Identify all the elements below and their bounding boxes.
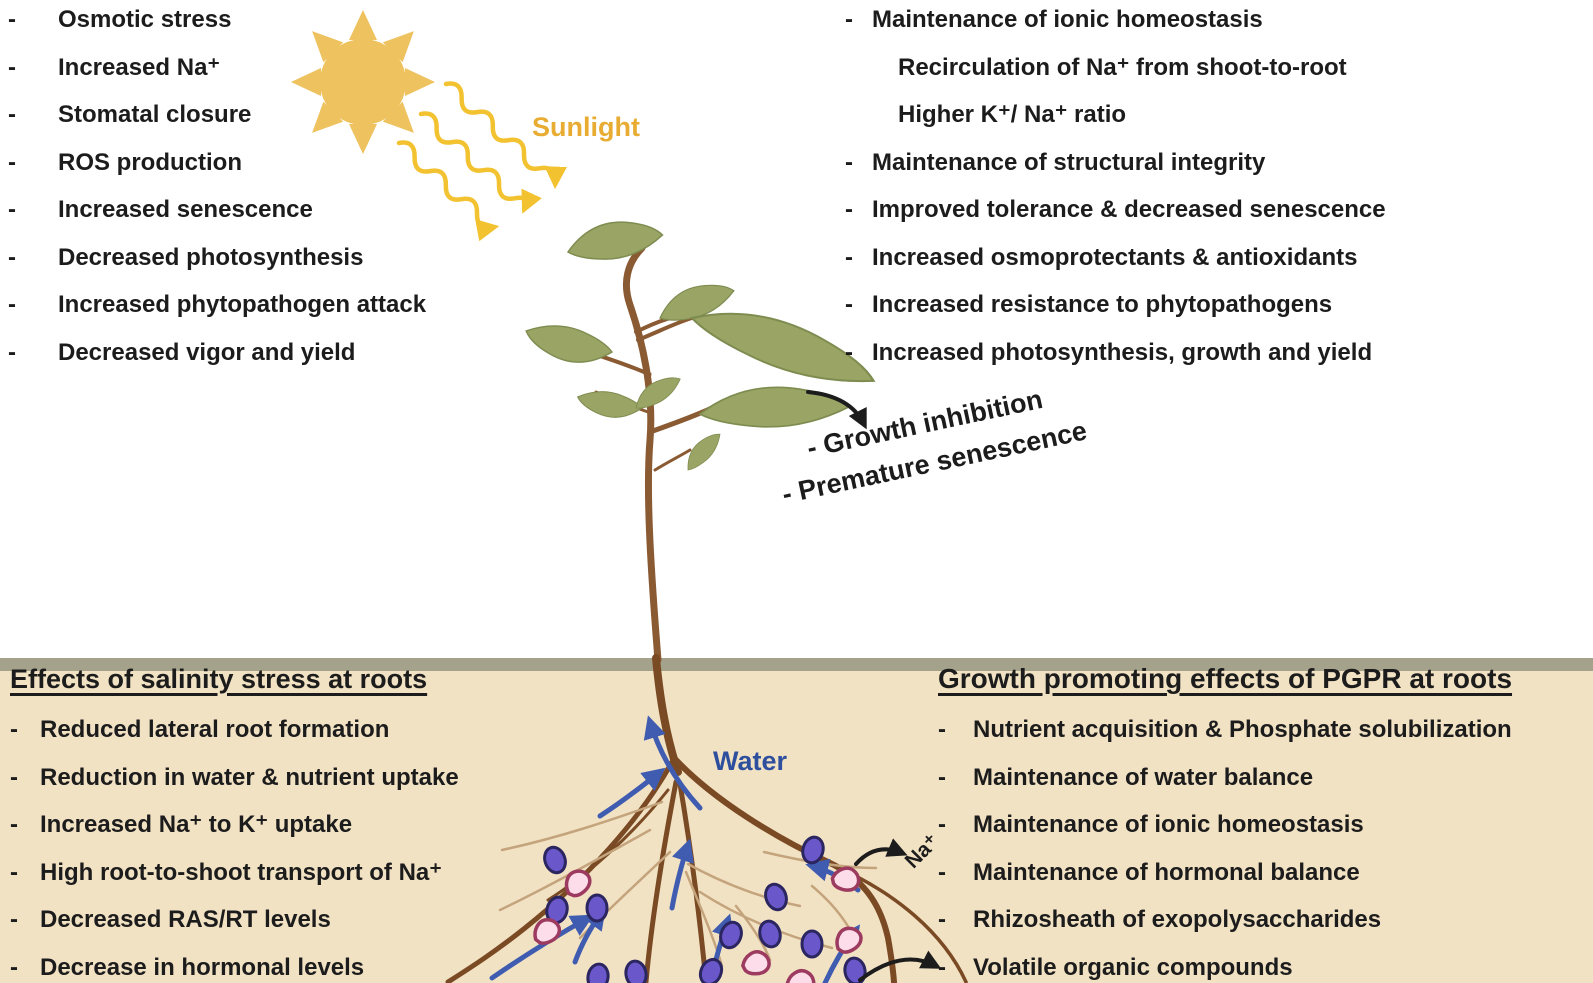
- sunlight-label: Sunlight: [532, 112, 640, 142]
- dash-bullet: -: [845, 196, 853, 223]
- dash-bullet: -: [10, 858, 18, 886]
- dash-bullet: -: [938, 763, 946, 791]
- list-item: -Maintenance of structural integrity: [845, 148, 1266, 176]
- root-stress-heading: Effects of salinity stress at roots: [10, 664, 428, 694]
- dash-bullet: -: [845, 6, 853, 33]
- dash-bullet: -: [8, 338, 16, 366]
- dash-bullet: -: [10, 716, 18, 743]
- dash-bullet: -: [10, 811, 18, 838]
- list-subitem: Recirculation of Na⁺ from shoot-to-root: [898, 53, 1347, 81]
- list-item: -Maintenance of ionic homeostasis: [938, 811, 1364, 838]
- dash-bullet: -: [845, 291, 853, 318]
- dash-bullet: -: [938, 811, 946, 838]
- dash-bullet: -: [845, 338, 853, 366]
- plant-shoot-illustration: [525, 221, 876, 664]
- list-item: -Decreased vigor and yield: [8, 338, 356, 366]
- dash-bullet: -: [8, 148, 16, 176]
- pgpr-bacteria-pink: [533, 866, 863, 983]
- dash-bullet: -: [8, 243, 16, 271]
- list-subitem: Higher K⁺/ Na⁺ ratio: [898, 101, 1127, 128]
- list-item: -ROS production: [8, 148, 242, 176]
- dash-bullet: -: [8, 291, 16, 318]
- dash-bullet: -: [8, 6, 16, 33]
- sunlight-beam-arrows: [396, 81, 567, 242]
- list-item: -Increased osmoprotectants & antioxidant…: [845, 243, 1358, 271]
- list-item: -Improved tolerance & decreased senescen…: [845, 196, 1386, 223]
- list-item: -Decreased RAS/RT levels: [10, 906, 331, 933]
- dash-bullet: -: [10, 953, 18, 981]
- list-item: -Reduced lateral root formation: [10, 716, 390, 743]
- dash-bullet: -: [845, 148, 853, 176]
- dash-bullet: -: [10, 763, 18, 791]
- list-item: -Decrease in hormonal levels: [10, 953, 365, 981]
- list-item: -Increased senescence: [8, 196, 313, 223]
- list-item: -Reduction in water & nutrient uptake: [10, 763, 459, 791]
- list-item: -Maintenance of hormonal balance: [938, 858, 1360, 886]
- dash-bullet: -: [8, 196, 16, 223]
- leaf-to-annotation-arrow: [806, 390, 867, 430]
- list-item: -Increased photosynthesis, growth and yi…: [845, 338, 1373, 366]
- list-item: -High root-to-shoot transport of Na⁺: [10, 858, 442, 886]
- list-item: -Stomatal closure: [8, 101, 252, 128]
- leaf: [525, 221, 876, 471]
- water-uptake-arrows: [489, 715, 861, 983]
- dash-bullet: -: [938, 953, 946, 981]
- dash-bullet: -: [8, 53, 16, 81]
- list-item: -Decreased photosynthesis: [8, 243, 364, 271]
- root-pgpr-list: Growth promoting effects of PGPR at root…: [938, 664, 1593, 983]
- dash-bullet: -: [8, 101, 16, 128]
- shoot-stress-list: -Osmotic stress -Increased Na⁺ -Stomatal…: [8, 6, 548, 388]
- root-stress-list: Effects of salinity stress at roots -Red…: [10, 664, 550, 983]
- list-item: -Increased Na⁺: [8, 53, 221, 81]
- soil-background: [0, 671, 1593, 983]
- list-item: -Osmotic stress: [8, 6, 232, 33]
- dash-bullet: -: [938, 716, 946, 743]
- root-pgpr-heading: Growth promoting effects of PGPR at root…: [938, 663, 1513, 694]
- dash-bullet: -: [845, 243, 853, 271]
- list-item: -Increased resistance to phytopathogens: [845, 291, 1333, 318]
- shoot-pgpr-list: -Maintenance of ionic homeostasis Recirc…: [845, 6, 1585, 388]
- list-item: -Nutrient acquisition & Phosphate solubi…: [938, 716, 1512, 743]
- voc-arrow: [858, 950, 942, 982]
- list-item: -Rhizosheath of exopolysaccharides: [938, 906, 1382, 933]
- water-label: Water: [713, 746, 788, 776]
- list-item: -Maintenance of ionic homeostasis: [845, 6, 1263, 33]
- dash-bullet: -: [938, 858, 946, 886]
- list-item: -Volatile organic compounds: [938, 953, 1293, 981]
- sun-icon: [291, 10, 435, 154]
- pgpr-bacteria-purple: [543, 835, 867, 983]
- soil-surface-line: [0, 658, 1593, 671]
- list-item: -Increased phytopathogen attack: [8, 291, 427, 318]
- sodium-efflux-arrow: [854, 838, 908, 866]
- list-item: -Maintenance of water balance: [938, 763, 1314, 791]
- dash-bullet: -: [938, 906, 946, 933]
- dash-bullet: -: [10, 906, 18, 933]
- list-item: -Increased Na⁺ to K⁺ uptake: [10, 811, 353, 838]
